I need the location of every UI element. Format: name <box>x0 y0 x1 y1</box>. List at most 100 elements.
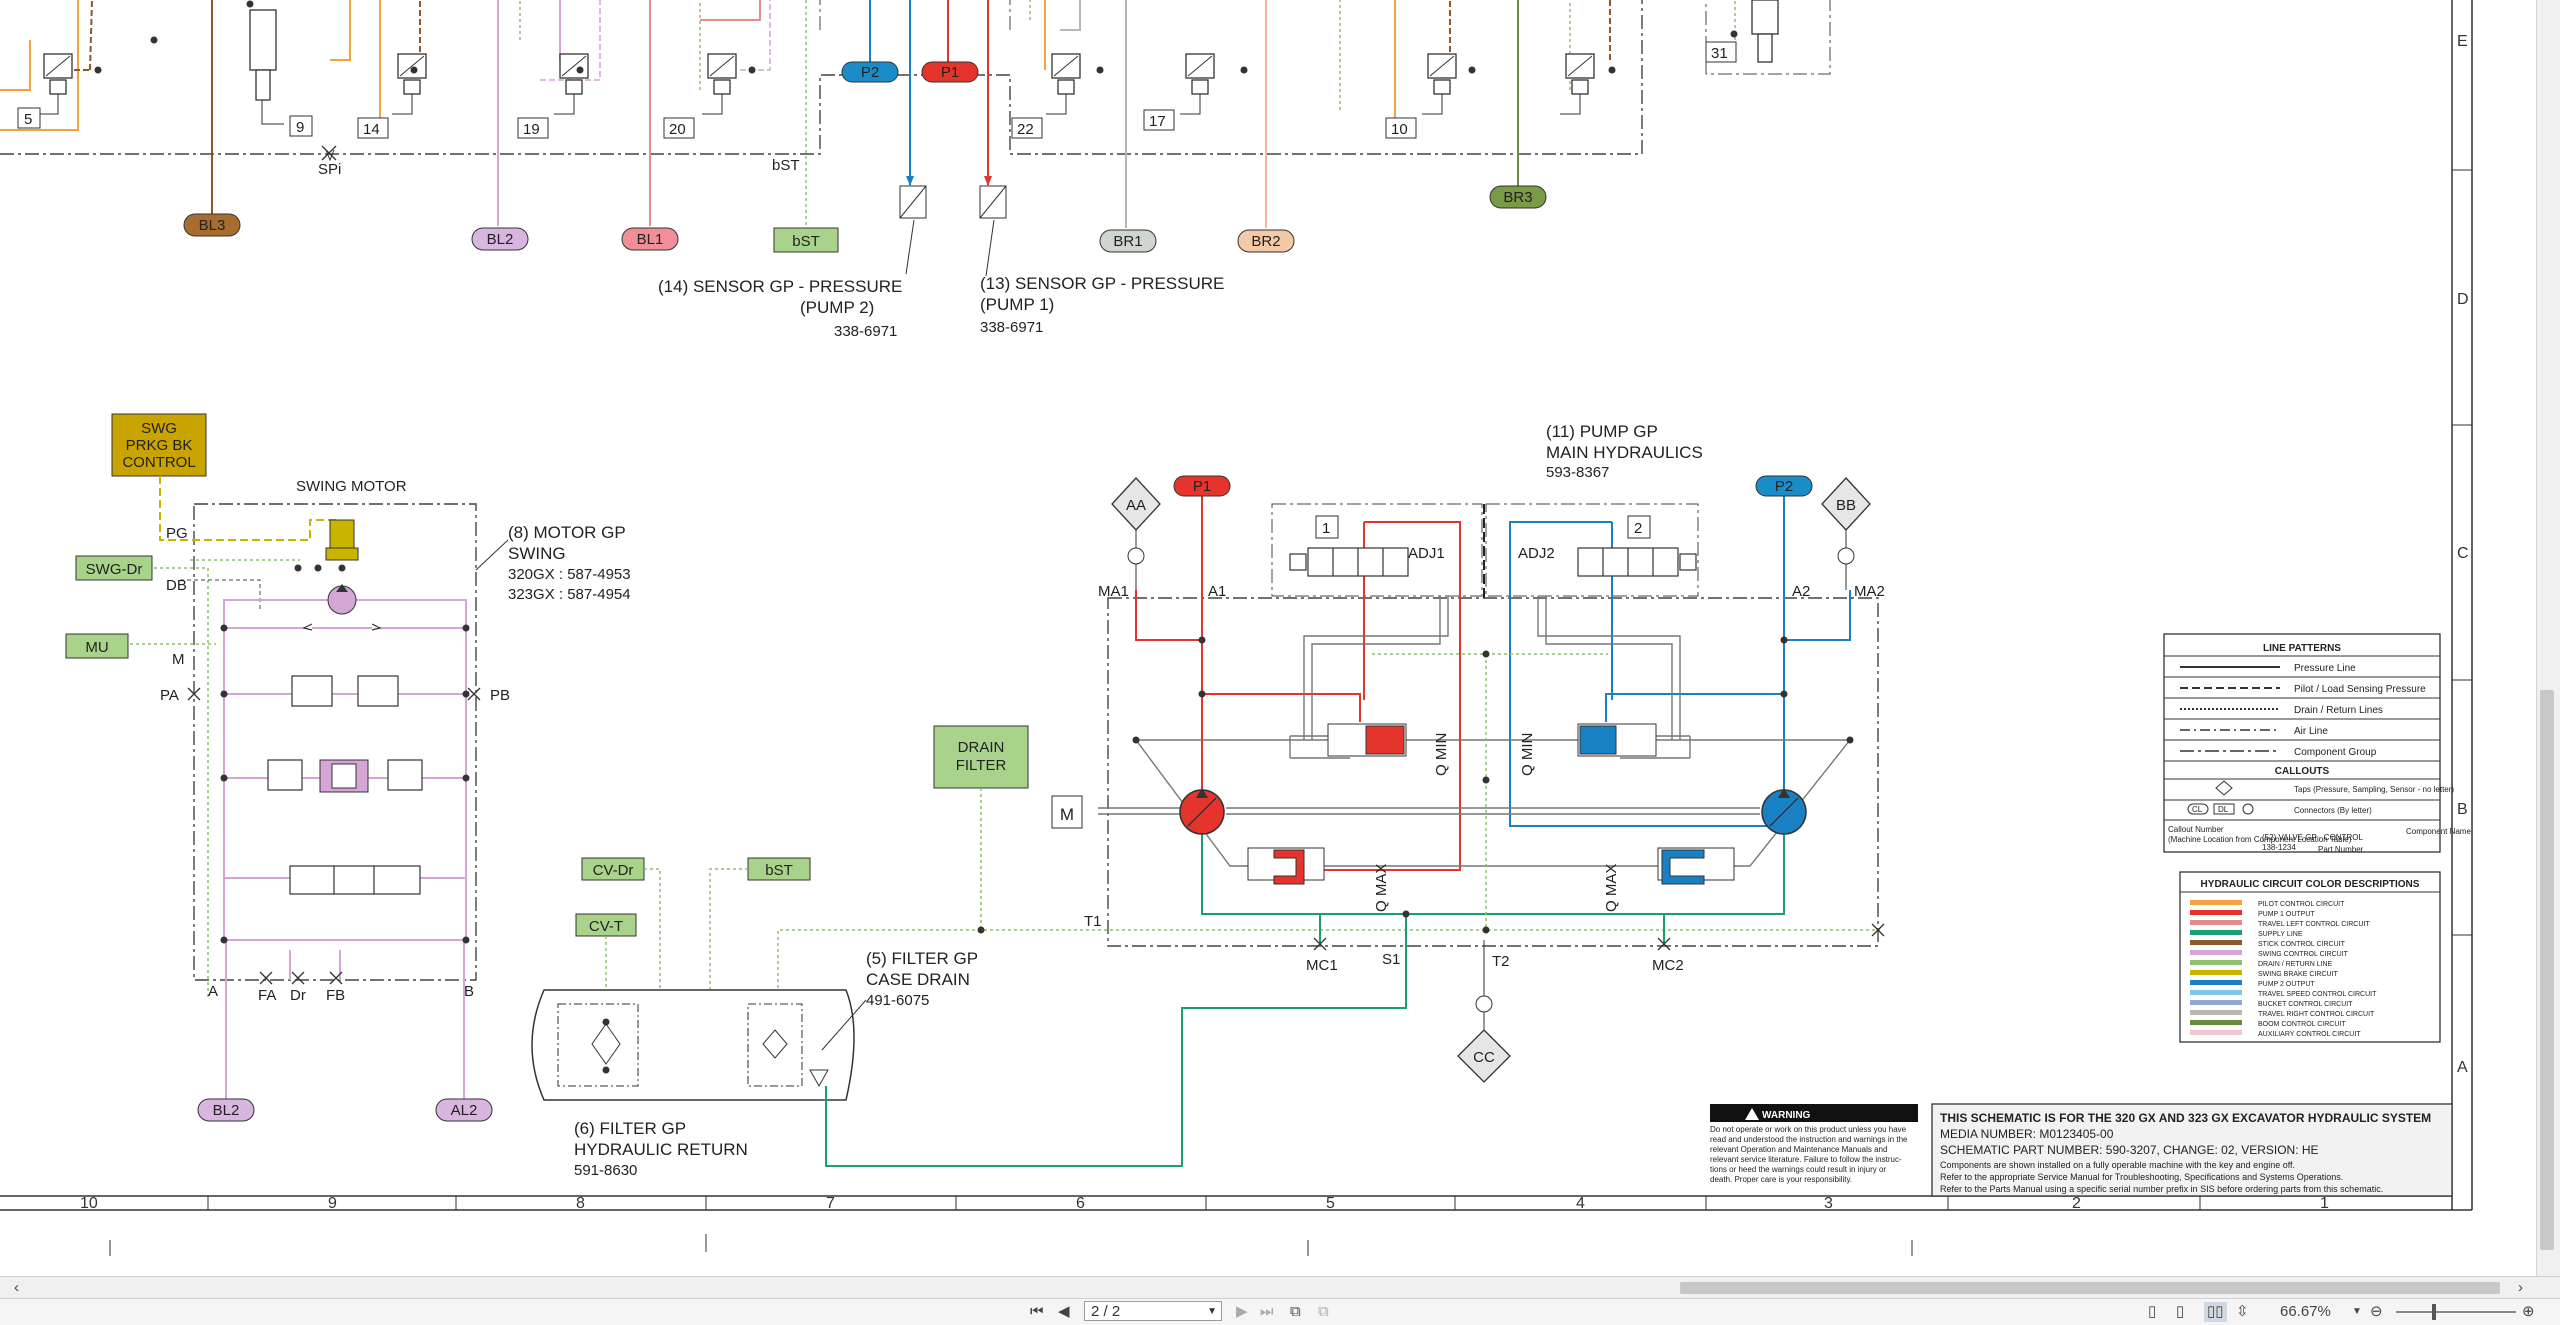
grid-col-6: 6 <box>1076 1195 1085 1212</box>
scroll-left-arrow-icon[interactable]: ‹ <box>14 1279 19 1296</box>
color-swatch <box>2190 920 2242 925</box>
filter-section: DRAIN FILTER CV-Dr CV-T bST <box>531 725 1880 1167</box>
swing-motor-title: SWING MOTOR <box>296 478 407 495</box>
grid-row-b: B <box>2457 801 2468 818</box>
warning-line: relevant service literature. Failure to … <box>1710 1155 1902 1164</box>
svg-text:Drain / Return Lines: Drain / Return Lines <box>2294 705 2383 716</box>
note-3: Refer to the Parts Manual using a specif… <box>1940 1184 2383 1194</box>
svg-text:DL: DL <box>2218 805 2229 814</box>
tap-aa: AA <box>1126 497 1146 514</box>
fit-height-icon[interactable]: ⇳ <box>2236 1303 2249 1320</box>
note-2: Refer to the appropriate Service Manual … <box>1940 1172 2343 1182</box>
qmin-right-label: Q MIN <box>1519 733 1536 776</box>
two-page-layout-icon[interactable]: ▯▯ <box>2204 1302 2227 1322</box>
connector-br1: BR1 <box>1113 233 1142 250</box>
drain-filter-line2: FILTER <box>956 757 1007 774</box>
color-swatch <box>2190 900 2242 905</box>
horizontal-scroll-thumb[interactable] <box>1680 1282 2500 1294</box>
color-description: BOOM CONTROL CIRCUIT <box>2258 1021 2346 1028</box>
zoom-level[interactable]: 66.67% <box>2280 1303 2331 1320</box>
connector-bst-mid: bST <box>765 862 793 879</box>
horizontal-scrollbar[interactable]: ‹ › <box>0 1276 2560 1299</box>
connector-br2: BR2 <box>1251 233 1280 250</box>
connector-bl2-top: BL2 <box>487 231 514 248</box>
svg-text:CALLOUTS: CALLOUTS <box>2275 766 2330 777</box>
color-swatch <box>2190 1010 2242 1015</box>
pump-callout: (11) PUMP GP MAIN HYDRAULICS 593-8367 <box>1546 422 1703 481</box>
svg-text:(Machine Location from Compone: (Machine Location from Component Locatio… <box>2168 835 2352 844</box>
page-number-field[interactable]: 2 / 2▼ <box>1084 1301 1222 1321</box>
continuous-layout-icon[interactable]: ▯ <box>2176 1303 2185 1320</box>
warning-line: tions or heed the warnings could result … <box>1710 1165 1886 1174</box>
color-description: AUXILIARY CONTROL CIRCUIT <box>2258 1031 2361 1038</box>
swing-motor-group: SWG PRKG BK CONTROL SWING MOTOR <box>65 413 510 1122</box>
svg-text:(PUMP 2): (PUMP 2) <box>800 298 874 317</box>
rotate-view-icon[interactable]: ⧉ <box>1318 1303 1329 1320</box>
zoom-dropdown-icon[interactable]: ▼ <box>2352 1306 2362 1317</box>
schematic-part-number: SCHEMATIC PART NUMBER: 590-3207, CHANGE:… <box>1940 1143 2319 1157</box>
sensor-p2-callout: (14) SENSOR GP - PRESSURE (PUMP 2) 338-6… <box>658 277 902 340</box>
color-swatch <box>2190 980 2242 985</box>
port-ma1: MA1 <box>1098 583 1129 600</box>
grid-col-9: 9 <box>328 1195 337 1212</box>
color-description: SWING CONTROL CIRCUIT <box>2258 951 2349 958</box>
port-t1: T1 <box>1084 913 1102 930</box>
document-viewport[interactable]: 10 9 8 7 6 5 4 3 2 1 E D C B A <box>0 0 2560 1276</box>
color-description: TRAVEL RIGHT CONTROL CIRCUIT <box>2258 1011 2375 1018</box>
valve-number-9: 9 <box>296 119 304 136</box>
page-dropdown-icon[interactable]: ▼ <box>1207 1306 1217 1317</box>
svg-text:593-8367: 593-8367 <box>1546 464 1609 481</box>
color-description: TRAVEL SPEED CONTROL CIRCUIT <box>2258 991 2377 998</box>
zoom-slider-track[interactable] <box>2396 1311 2516 1313</box>
single-page-layout-icon[interactable]: ▯ <box>2148 1303 2157 1320</box>
svg-text:320GX : 587-4953: 320GX : 587-4953 <box>508 566 631 583</box>
adj1-label: ADJ1 <box>1408 545 1445 562</box>
color-swatch <box>2190 970 2242 975</box>
svg-text:591-8630: 591-8630 <box>574 1162 637 1179</box>
warning-line: death. Proper care is your responsibilit… <box>1710 1175 1852 1184</box>
color-description: SUPPLY LINE <box>2258 931 2303 938</box>
last-page-icon[interactable]: ⏭ <box>1260 1303 1274 1320</box>
next-page-icon[interactable]: ▶ <box>1236 1303 1248 1320</box>
svg-text:338-6971: 338-6971 <box>834 323 897 340</box>
svg-text:CASE DRAIN: CASE DRAIN <box>866 970 970 989</box>
svg-text:338-6971: 338-6971 <box>980 319 1043 336</box>
grid-col-7: 7 <box>826 1195 835 1212</box>
first-page-icon[interactable]: ⏮ <box>1030 1303 1044 1320</box>
warning-title: WARNING <box>1762 1110 1811 1121</box>
schematic-title: THIS SCHEMATIC IS FOR THE 320 GX AND 323… <box>1940 1111 2431 1125</box>
color-swatch <box>2190 930 2242 935</box>
zoom-slider-handle[interactable] <box>2432 1304 2436 1320</box>
note-1: Components are shown installed on a full… <box>1940 1160 2295 1170</box>
previous-page-icon[interactable]: ◀ <box>1058 1303 1070 1320</box>
valve-number-2: 2 <box>1634 520 1642 537</box>
two-page-view-icon[interactable]: ⧉ <box>1290 1303 1301 1320</box>
connector-p2-pump: P2 <box>1775 478 1793 495</box>
grid-row-d: D <box>2457 291 2469 308</box>
color-description: SWING BRAKE CIRCUIT <box>2258 971 2338 978</box>
color-swatch <box>2190 1030 2242 1035</box>
color-descriptions-legend: HYDRAULIC CIRCUIT COLOR DESCRIPTIONS PIL… <box>2179 871 2441 1043</box>
filter-case-callout: (5) FILTER GP CASE DRAIN 491-6075 <box>821 949 978 1051</box>
sheet-border <box>0 0 2473 1256</box>
svg-text:Component Group: Component Group <box>2294 747 2377 758</box>
connector-p1-pump: P1 <box>1193 478 1211 495</box>
color-description: STICK CONTROL CIRCUIT <box>2258 941 2346 948</box>
valve-number-22: 22 <box>1017 121 1034 138</box>
grid-col-5: 5 <box>1326 1195 1335 1212</box>
port-dr: Dr <box>290 987 306 1004</box>
connector-p1-top: P1 <box>941 64 959 81</box>
vertical-scroll-thumb[interactable] <box>2540 690 2554 1250</box>
svg-text:Pilot / Load Sensing Pressure: Pilot / Load Sensing Pressure <box>2294 684 2426 695</box>
zoom-in-icon[interactable]: ⊕ <box>2522 1303 2535 1320</box>
scroll-right-arrow-icon[interactable]: › <box>2518 1279 2523 1296</box>
zoom-out-icon[interactable]: ⊖ <box>2370 1303 2383 1320</box>
svg-text:Component Name: Component Name <box>2406 827 2471 836</box>
color-legend-title: HYDRAULIC CIRCUIT COLOR DESCRIPTIONS <box>2201 879 2420 890</box>
svg-text:(PUMP 1): (PUMP 1) <box>980 295 1054 314</box>
port-db: DB <box>166 577 187 594</box>
grid-col-10: 10 <box>80 1195 98 1212</box>
svg-text:(14) SENSOR GP - PRESSURE: (14) SENSOR GP - PRESSURE <box>658 277 902 296</box>
drain-filter-line1: DRAIN <box>958 739 1005 756</box>
connector-br3: BR3 <box>1503 189 1532 206</box>
